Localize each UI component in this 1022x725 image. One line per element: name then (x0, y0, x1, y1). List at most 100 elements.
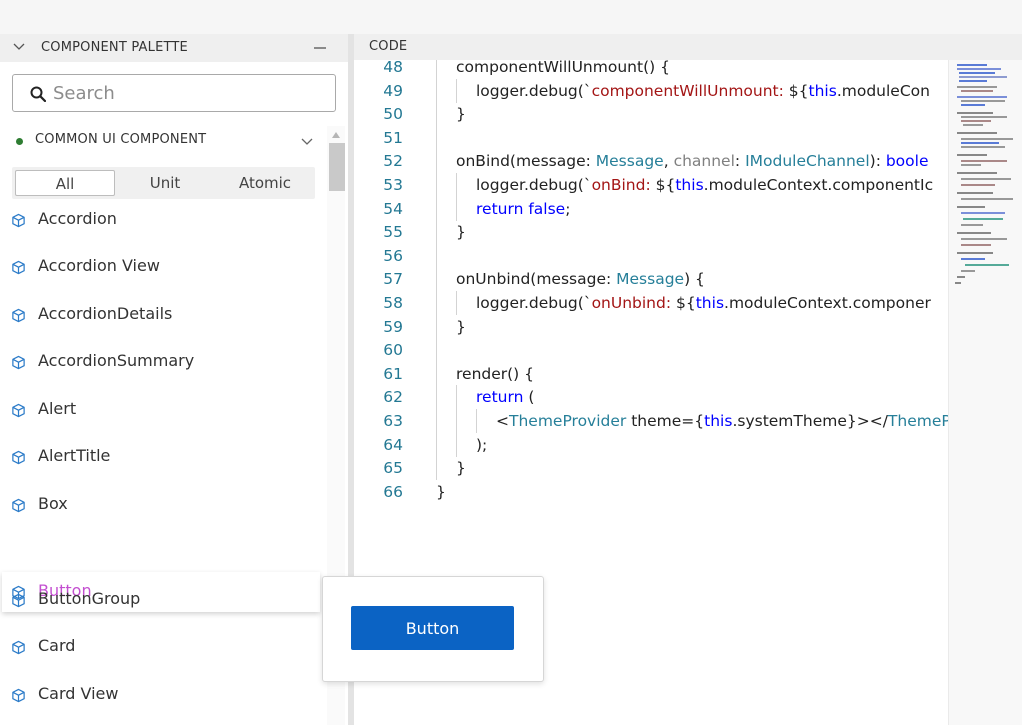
code-token: this (808, 81, 837, 100)
code-text: } (436, 482, 446, 502)
code-token: boole (885, 152, 929, 171)
status-dot (16, 138, 23, 145)
list-item[interactable]: ButtonGroup (2, 580, 320, 620)
search-input[interactable] (53, 81, 323, 105)
scrollbar-thumb[interactable] (329, 143, 345, 191)
code-token: this (704, 412, 733, 430)
list-item[interactable]: AccordionDetails (2, 295, 320, 335)
cube-icon (12, 260, 25, 275)
code-token: } (456, 223, 466, 242)
indent-guide (476, 409, 477, 433)
code-line[interactable]: 66} (354, 482, 948, 506)
list-item-label: ButtonGroup (38, 589, 141, 608)
code-line[interactable]: 59} (354, 314, 948, 341)
code-token: ThemeProvider (509, 412, 627, 430)
search-box[interactable] (12, 74, 336, 112)
scroll-up-icon[interactable] (331, 131, 341, 139)
code-text: } (456, 104, 466, 124)
minimize-icon[interactable] (314, 47, 326, 49)
code-token: } (456, 317, 466, 336)
code-minimap[interactable] (948, 60, 1022, 725)
chevron-down-icon[interactable] (300, 136, 314, 148)
tab-atomic[interactable]: Atomic (238, 174, 292, 192)
code-text: onUnbind(message: Message) { (456, 269, 705, 289)
line-number: 52 (383, 152, 403, 171)
code-line[interactable]: 50} (354, 102, 948, 128)
indent-guide (436, 149, 437, 174)
code-token: render() { (456, 364, 535, 383)
list-item[interactable]: Accordion View (2, 247, 320, 287)
code-token: Message (616, 270, 685, 289)
component-preview-popup: Button (322, 576, 544, 682)
code-text: } (456, 222, 466, 242)
list-item[interactable]: Box (2, 485, 320, 525)
list-item[interactable]: Card (2, 627, 320, 667)
cube-icon (12, 403, 25, 418)
list-item-label: Box (38, 494, 68, 513)
scrollbar[interactable] (327, 126, 345, 725)
list-item[interactable]: AccordionSummary (2, 342, 320, 382)
code-token: componentWillUnmount() { (456, 60, 670, 76)
line-number: 50 (383, 105, 403, 124)
list-item-label: Card View (38, 684, 119, 703)
indent-guide (436, 102, 437, 127)
indent-guide (436, 196, 437, 221)
chevron-down-icon[interactable] (12, 40, 26, 54)
tab-all[interactable]: All (15, 170, 115, 196)
indent-guide (436, 125, 437, 150)
component-group-header[interactable]: COMMON UI COMPONENT (0, 130, 330, 154)
code-token: onBind(message: (456, 152, 596, 171)
code-token: ) { (684, 270, 705, 289)
code-line[interactable]: 51 (354, 125, 948, 152)
code-token: componentWillUnmount: (591, 81, 789, 100)
code-line[interactable]: 55} (354, 220, 948, 246)
tab-unit[interactable]: Unit (149, 174, 181, 192)
list-item[interactable]: Accordion (2, 200, 320, 240)
code-line[interactable]: 64); (354, 432, 948, 459)
code-token: return (476, 388, 524, 407)
list-item-selected[interactable]: Button (2, 572, 320, 612)
code-text: componentWillUnmount() { (456, 60, 670, 77)
code-token: ${ (655, 176, 676, 194)
code-line[interactable]: 65} (354, 456, 948, 482)
cube-icon (12, 498, 25, 513)
indent-guide (456, 385, 457, 410)
code-token: : (734, 152, 746, 171)
indent-guide (456, 291, 457, 315)
indent-guide (436, 173, 437, 197)
code-line[interactable]: 63<ThemeProvider theme={this.systemTheme… (354, 409, 948, 435)
code-text: logger.debug(`onBind: ${this.moduleConte… (476, 175, 933, 195)
cube-icon (12, 585, 25, 600)
code-line[interactable]: 60 (354, 338, 948, 364)
code-line[interactable]: 56 (354, 243, 948, 270)
code-token: channel (673, 152, 735, 171)
list-item[interactable]: Alert (2, 390, 320, 430)
code-token: } (456, 459, 466, 478)
list-item[interactable]: Card View (2, 675, 320, 715)
preview-button[interactable]: Button (351, 606, 514, 650)
line-number: 58 (383, 294, 403, 312)
palette-header[interactable]: COMPONENT PALETTE (0, 34, 348, 62)
code-header: CODE (354, 34, 1022, 60)
indent-guide (436, 220, 437, 245)
cube-icon (12, 593, 25, 608)
list-item[interactable]: AlertTitle (2, 437, 320, 477)
code-token: ${ (676, 294, 696, 312)
indent-guide (456, 78, 457, 103)
panel-splitter[interactable] (348, 34, 354, 725)
indent-guide (436, 267, 437, 292)
code-token: Message (595, 152, 664, 171)
code-token: ; (565, 199, 571, 218)
code-text: ); (476, 435, 487, 455)
indent-guide (436, 361, 437, 386)
